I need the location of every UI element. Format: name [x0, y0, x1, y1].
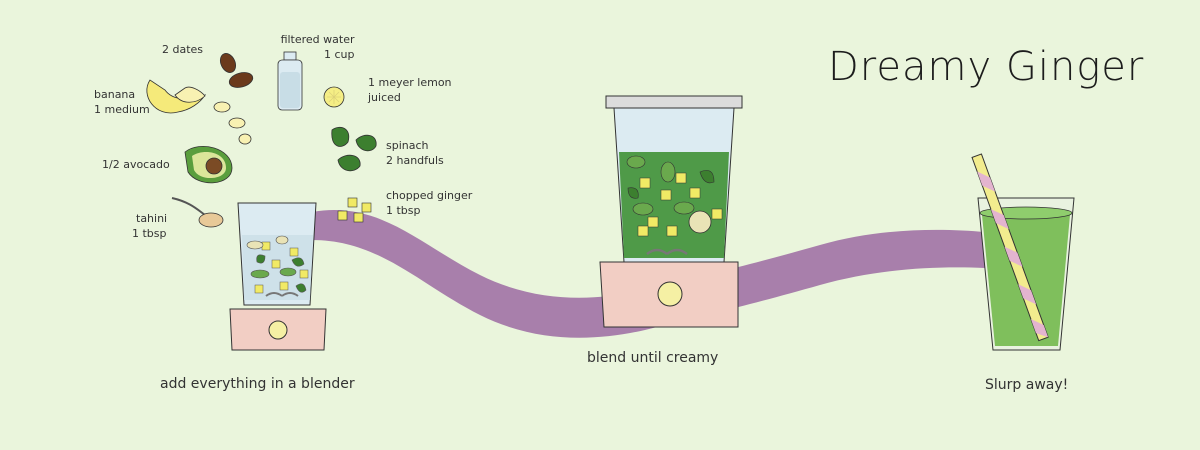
dates-icon: [219, 53, 254, 88]
lemon-label: 1 meyer lemon juiced: [368, 75, 452, 105]
banana-label-line-1: banana: [94, 88, 136, 101]
blender-2: [599, 95, 743, 328]
spinach-icon: [331, 126, 377, 172]
lemon-label-line-1: 1 meyer lemon: [368, 76, 452, 89]
water-bottle-icon: [277, 51, 303, 111]
lemon-icon: [323, 86, 345, 108]
avocado-icon: [184, 145, 233, 184]
spinach-label-line-1: spinach: [386, 139, 429, 152]
tahini-label: tahini 1 tbsp: [132, 211, 167, 241]
ginger-label: chopped ginger 1 tbsp: [386, 188, 472, 218]
water-label-line-1: filtered water: [280, 33, 355, 46]
ginger-label-line-1: chopped ginger: [386, 189, 473, 202]
avocado-label-line-1: 1/2 avocado: [102, 158, 170, 171]
spinach-label-line-2: 2 handfuls: [386, 154, 444, 167]
step-1-caption: add everything in a blender: [160, 376, 355, 392]
tahini-label-line-1: tahini: [136, 212, 168, 225]
banana-label: banana 1 medium: [94, 87, 150, 117]
tahini-spoon-icon: [171, 197, 224, 228]
banana-icon: [146, 79, 252, 145]
tahini-label-line-2: 1 tbsp: [132, 227, 167, 240]
dates-label: 2 dates: [162, 42, 203, 57]
flow-ribbon: [312, 210, 985, 338]
blender-1: [229, 202, 327, 351]
step-3-caption: Slurp away!: [985, 377, 1069, 393]
page-title: Dreamy Ginger: [828, 44, 1145, 90]
step-2-caption: blend until creamy: [587, 350, 719, 366]
ginger-label-line-2: 1 tbsp: [386, 204, 421, 217]
smoothie-glass: [971, 153, 1075, 351]
banana-label-line-2: 1 medium: [94, 103, 150, 116]
dates-label-line-1: 2 dates: [162, 43, 204, 56]
ginger-icon: [337, 197, 372, 223]
avocado-label: 1/2 avocado: [102, 157, 170, 172]
lemon-label-line-2: juiced: [368, 91, 401, 104]
water-label-line-2: 1 cup: [324, 48, 355, 61]
spinach-label: spinach 2 handfuls: [386, 138, 444, 168]
water-label: filtered water 1 cup: [280, 32, 355, 62]
